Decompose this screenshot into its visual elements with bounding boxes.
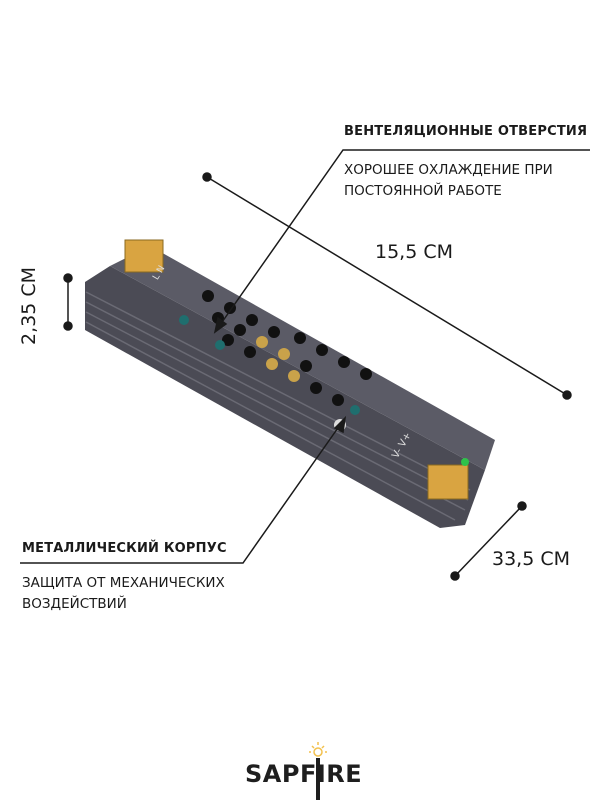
- vents-arrow-icon: [213, 316, 228, 334]
- housing-ribs: [85, 291, 471, 521]
- vents-callout-line2: ПОСТОЯННОЙ РАБОТЕ: [344, 183, 502, 199]
- width-dimension-label: 33,5 СМ: [492, 548, 571, 570]
- bulb-icon: [309, 742, 327, 757]
- housing-arrow-icon: [333, 415, 347, 434]
- vents-leader-line: [219, 149, 590, 326]
- width-dimension-line: [454, 505, 523, 577]
- brand-logo: SAPFIRE: [245, 760, 363, 788]
- housing-callout-title: МЕТАЛЛИЧЕСКИЙ КОРПУС: [22, 541, 227, 556]
- logo-stem: [316, 758, 320, 800]
- length-dimension-label: 15,5 СМ: [375, 241, 454, 263]
- led-indicator: [461, 458, 469, 466]
- housing-top: [110, 246, 495, 470]
- vent-holes: [179, 290, 372, 415]
- housing-leader-line: [20, 424, 341, 564]
- vents-callout-title: ВЕНТЕЛЯЦИОННЫЕ ОТВЕРСТИЯ: [344, 124, 588, 139]
- housing-side: [85, 266, 485, 528]
- housing-callout-line1: ЗАЩИТА ОТ МЕХАНИЧЕСКИХ: [22, 575, 225, 591]
- vents-callout-line1: ХОРОШЕЕ ОХЛАЖДЕНИЕ ПРИ: [344, 162, 553, 178]
- output-connector: [427, 464, 469, 500]
- length-dimension-line: [206, 176, 568, 396]
- height-dimension-label: 2,35 СМ: [18, 266, 40, 345]
- input-connector: [124, 239, 164, 273]
- housing-callout-line2: ВОЗДЕЙСТВИЙ: [22, 596, 127, 612]
